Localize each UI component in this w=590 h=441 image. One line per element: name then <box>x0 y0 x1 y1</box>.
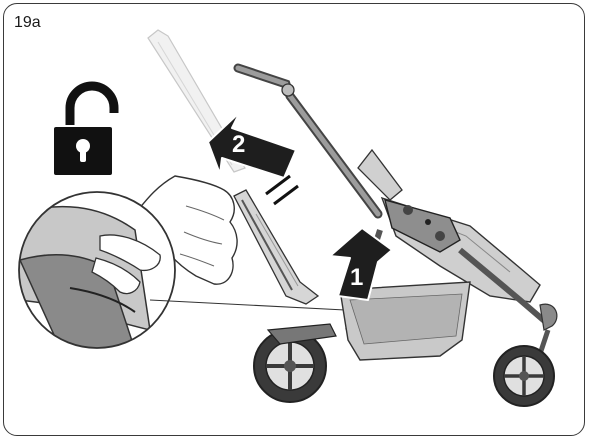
lock-open-icon <box>54 86 114 175</box>
arrow-number-1: 1 <box>350 264 363 291</box>
arrow-number-2: 2 <box>232 131 245 158</box>
stroller <box>234 68 557 406</box>
